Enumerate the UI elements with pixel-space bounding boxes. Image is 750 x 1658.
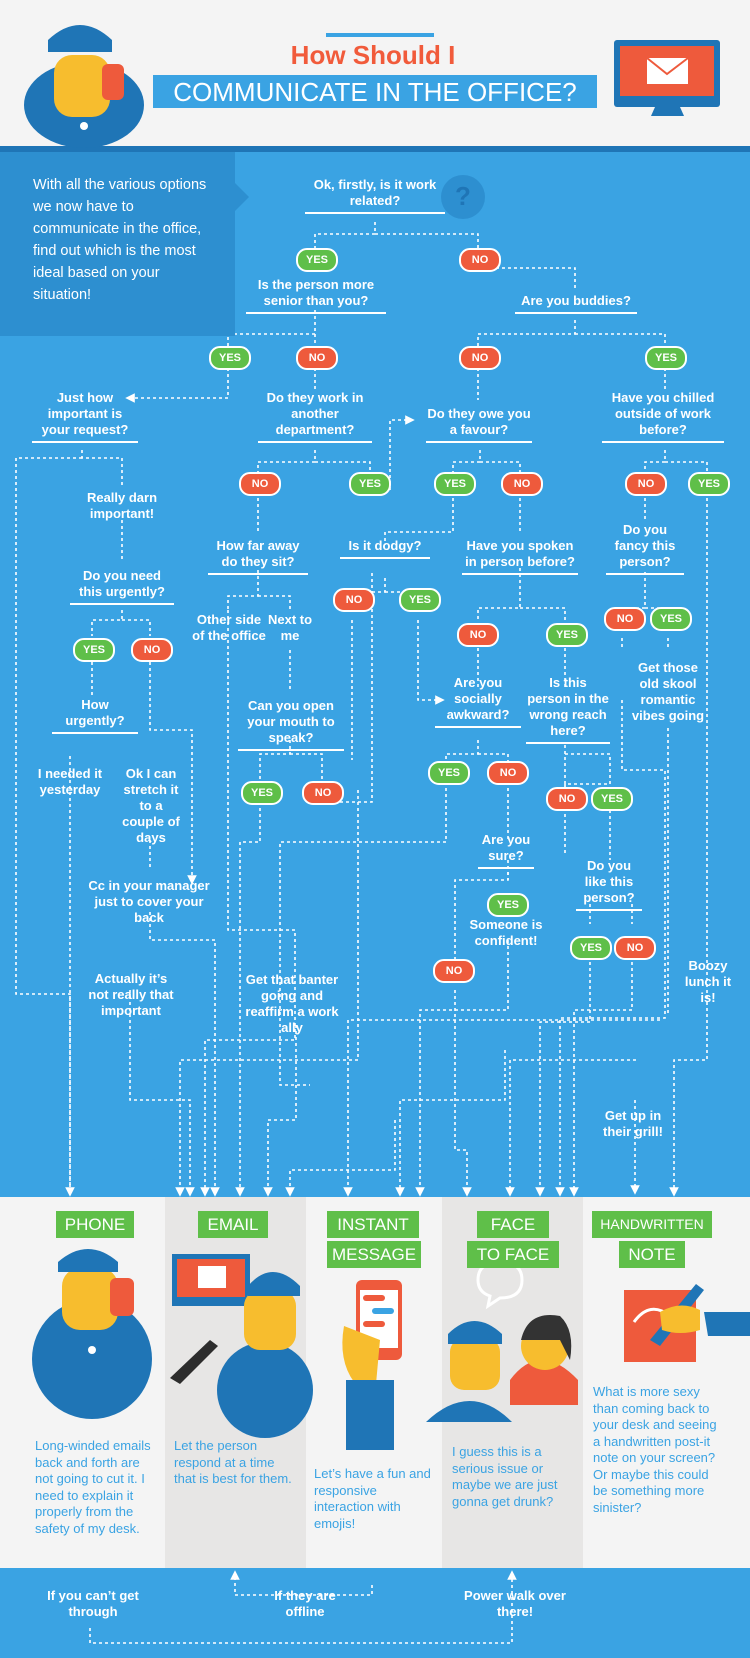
pill-yes: YES <box>688 472 730 496</box>
node-other-side: Other side of the office <box>192 612 266 643</box>
desc-face-to-face: I guess this is a serious issue or maybe… <box>452 1444 558 1509</box>
node-open-mouth: Can you open your mouth to speak? <box>238 698 344 751</box>
im-hand-illustration <box>342 1280 402 1450</box>
handwritten-note-illustration <box>624 1284 750 1362</box>
pill-no: NO <box>614 936 656 960</box>
node-important: Just how important is your request? <box>32 390 138 443</box>
intro-box <box>0 152 235 336</box>
header-divider <box>0 146 750 152</box>
node-cc-manager: Cc in your manager just to cover your ba… <box>88 878 210 925</box>
node-chilled: Have you chilled outside of work before? <box>602 390 724 443</box>
phone-man-illustration <box>32 1249 152 1419</box>
face-to-face-illustration <box>426 1260 578 1422</box>
node-old-skool: Get those old skool romantic vibes going <box>631 660 705 723</box>
pill-no: NO <box>625 472 667 496</box>
pill-yes: YES <box>209 346 251 370</box>
title-line-2: COMMUNICATE IN THE OFFICE? <box>153 75 597 108</box>
footer-offline: If they are offline <box>274 1588 336 1619</box>
label-note: NOTE <box>619 1241 685 1268</box>
node-dodgy: Is it dodgy? <box>340 538 430 559</box>
pill-yes: YES <box>570 936 612 960</box>
question-icon <box>441 175 485 219</box>
label-to-face: TO FACE <box>467 1241 559 1268</box>
node-wrong-reach: Is this person in the wrong reach here? <box>526 675 610 744</box>
pill-no: NO <box>302 781 344 805</box>
desc-handwritten-note: What is more sexy than coming back to yo… <box>593 1384 717 1515</box>
pill-no: NO <box>131 638 173 662</box>
pill-yes: YES <box>645 346 687 370</box>
node-need-urgently: Do you need this urgently? <box>70 568 174 605</box>
node-needed-yesterday: I needed it yesterday <box>37 766 103 797</box>
pill-no: NO <box>501 472 543 496</box>
pill-yes: YES <box>399 588 441 612</box>
pill-no: NO <box>296 346 338 370</box>
label-phone: PHONE <box>56 1211 134 1238</box>
node-fancy: Do you fancy this person? <box>606 522 684 575</box>
node-stretch: Ok I can stretch it to a couple of days <box>122 766 180 845</box>
pill-no: NO <box>433 959 475 983</box>
header-monitor-illustration <box>614 40 720 116</box>
pill-yes: YES <box>349 472 391 496</box>
header-man-illustration <box>24 25 144 148</box>
pill-yes: YES <box>428 761 470 785</box>
node-really-darn: Really darn important! <box>86 490 158 521</box>
pill-no: NO <box>239 472 281 496</box>
node-not-important: Actually it’s not really that important <box>88 971 174 1018</box>
node-work-related: Ok, firstly, is it work related? <box>305 177 445 214</box>
pill-no: NO <box>604 607 646 631</box>
pill-yes: YES <box>241 781 283 805</box>
pill-yes: YES <box>546 623 588 647</box>
footer-power-walk: Power walk over there! <box>464 1588 566 1619</box>
node-socially-awkward: Are you socially awkward? <box>435 675 521 728</box>
node-other-dept: Do they work in another department? <box>258 390 372 443</box>
pill-no: NO <box>546 787 588 811</box>
question-mark: ? <box>455 181 471 211</box>
node-how-far: How far away do they sit? <box>208 538 308 575</box>
node-how-urgently: How urgently? <box>52 697 138 734</box>
node-confident: Someone is confident! <box>469 917 543 948</box>
node-banter: Get that banter going and reaffirm a wor… <box>245 972 339 1035</box>
email-man-illustration <box>170 1254 313 1438</box>
title-accent-line <box>326 33 434 37</box>
desc-instant-message: Let’s have a fun and responsive interact… <box>314 1466 431 1531</box>
footer-cant-get-through: If you can’t get through <box>47 1588 139 1619</box>
pill-yes: YES <box>296 248 338 272</box>
intro-box-pointer <box>235 183 249 211</box>
pill-yes: YES <box>650 607 692 631</box>
label-email: EMAIL <box>198 1211 268 1238</box>
pill-yes: YES <box>487 893 529 917</box>
node-senior: Is the person more senior than you? <box>246 277 386 314</box>
node-spoken-before: Have you spoken in person before? <box>462 538 578 575</box>
node-buddies: Are you buddies? <box>515 293 637 314</box>
pill-no: NO <box>459 346 501 370</box>
pill-no: NO <box>487 761 529 785</box>
label-handwritten: HANDWRITTEN <box>592 1211 712 1238</box>
label-message: MESSAGE <box>327 1241 421 1268</box>
pill-yes: YES <box>73 638 115 662</box>
intro-text: With all the various options we now have… <box>33 177 207 303</box>
desc-phone: Long-winded emails back and forth are no… <box>35 1438 151 1536</box>
pill-no: NO <box>457 623 499 647</box>
label-instant: INSTANT <box>327 1211 419 1238</box>
pill-yes: YES <box>591 787 633 811</box>
label-face: FACE <box>477 1211 549 1238</box>
node-next-to-me: Next to me <box>267 612 313 643</box>
title-line-1: How Should I <box>290 40 456 70</box>
node-like-person: Do you like this person? <box>576 858 642 911</box>
node-are-you-sure: Are you sure? <box>478 832 534 869</box>
desc-email: Let the person respond at a time that is… <box>174 1438 292 1486</box>
pill-no: NO <box>459 248 501 272</box>
pill-yes: YES <box>434 472 476 496</box>
node-owe-favour: Do they owe you a favour? <box>426 406 532 443</box>
pill-no: NO <box>333 588 375 612</box>
node-boozy: Boozy lunch it is! <box>684 958 732 1005</box>
node-get-up: Get up in their grill! <box>603 1108 663 1139</box>
